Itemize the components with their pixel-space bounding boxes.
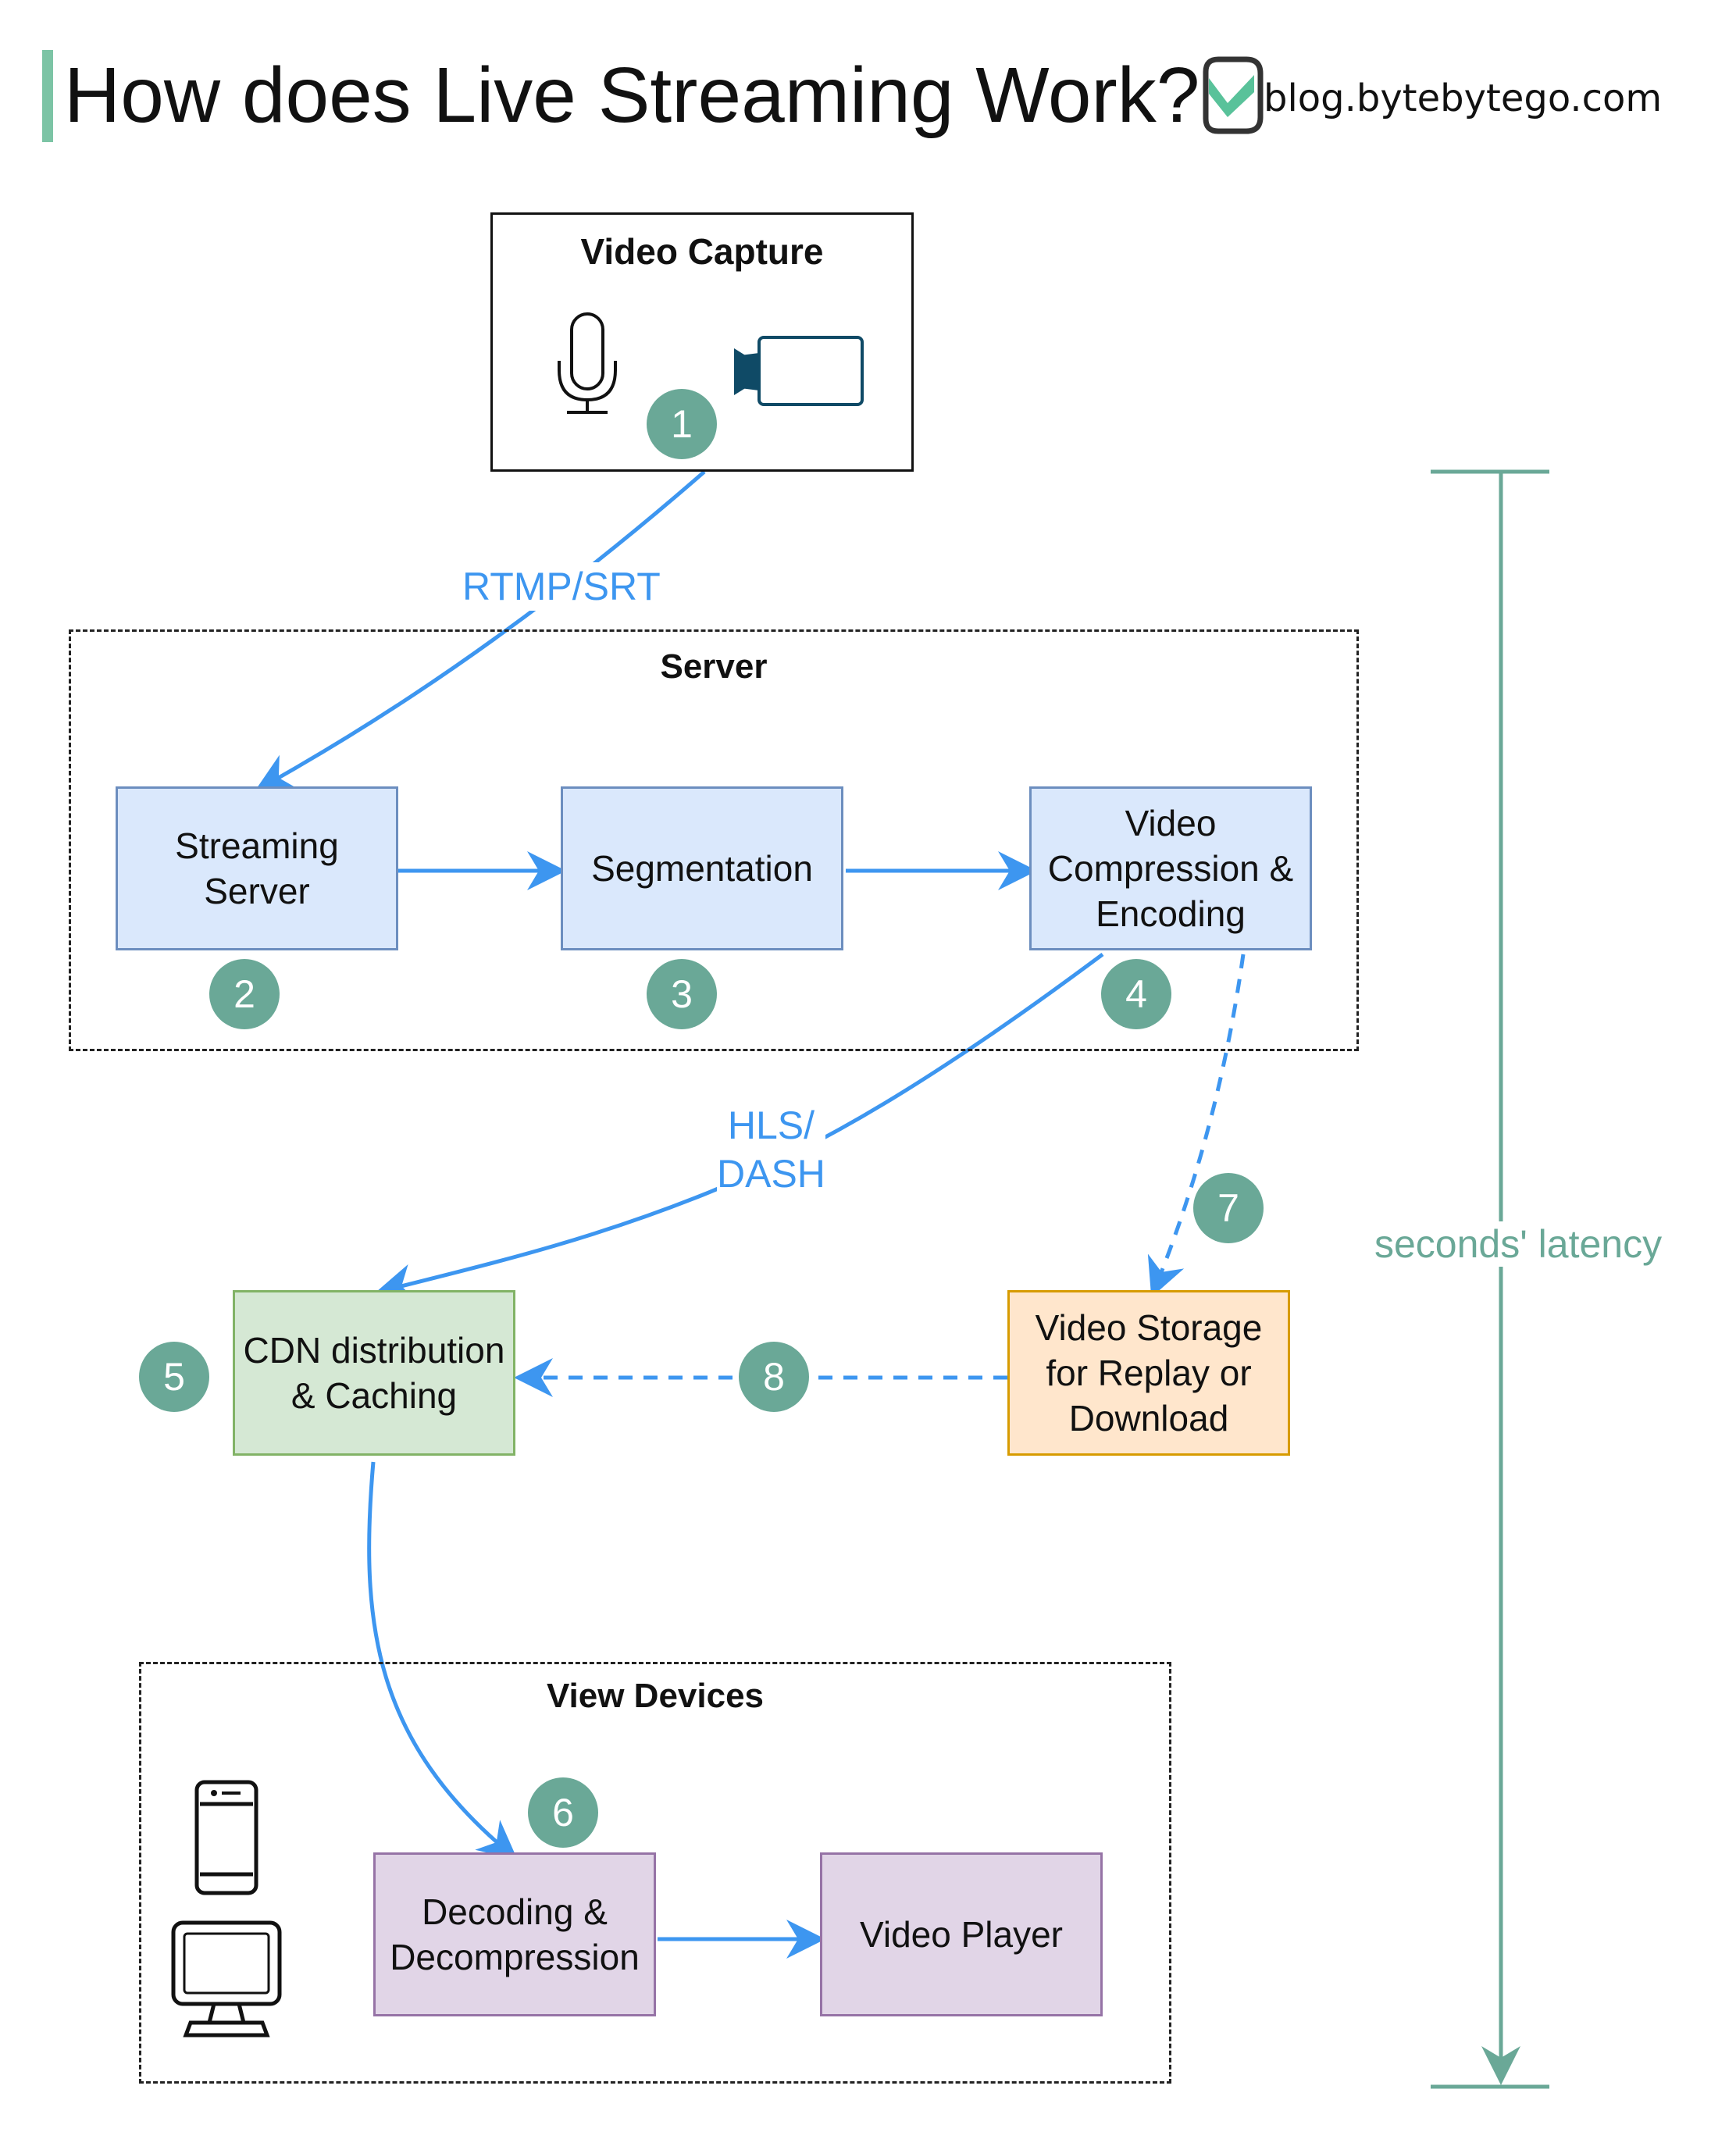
smartphone-icon — [194, 1780, 258, 1895]
step-badge-8: 8 — [739, 1342, 809, 1412]
video-capture-title: Video Capture — [580, 231, 824, 272]
compression-line2: Compression & — [1047, 848, 1294, 889]
decoding-line1: Decoding & — [422, 1891, 608, 1932]
video-capture-box: Video Capture — [490, 212, 914, 472]
desktop-monitor-icon — [171, 1920, 282, 2038]
microphone-icon — [558, 312, 617, 414]
page-title: How does Live Streaming Work? — [64, 52, 1200, 139]
step-badge-4: 4 — [1101, 959, 1171, 1029]
hls-dash-label: HLS/ DASH — [717, 1101, 825, 1198]
segmentation-line1: Segmentation — [591, 848, 813, 889]
latency-label: seconds' latency — [1371, 1221, 1666, 1267]
step-badge-5: 5 — [139, 1342, 209, 1412]
streaming-server-line2: Server — [204, 871, 310, 911]
server-group-title: Server — [660, 647, 768, 686]
storage-line3: Download — [1068, 1398, 1229, 1439]
player-line1: Video Player — [860, 1914, 1063, 1955]
step-badge-7: 7 — [1193, 1173, 1264, 1243]
edge-cdn-to-decoding — [367, 1461, 518, 1860]
hls-dash-line1: HLS/ — [727, 1103, 815, 1147]
compression-line1: Video — [1125, 803, 1217, 843]
video-camera-icon — [734, 336, 864, 406]
step-badge-3: 3 — [647, 959, 717, 1029]
edge-capture-to-streaming — [255, 470, 706, 791]
bytebytego-logo-icon — [1203, 56, 1264, 134]
compression-encoding-node: Video Compression & Encoding — [1029, 786, 1312, 950]
server-group: Server — [69, 629, 1359, 1051]
cdn-caching-node: CDN distribution & Caching — [233, 1290, 515, 1456]
storage-line2: for Replay or — [1046, 1353, 1252, 1393]
edge-compression-to-storage — [1147, 954, 1246, 1298]
cdn-line2: & Caching — [291, 1375, 458, 1416]
step-badge-2: 2 — [209, 959, 280, 1029]
streaming-server-line1: Streaming — [175, 825, 339, 866]
site-url: blog.bytebytego.com — [1264, 77, 1663, 120]
streaming-server-node: Streaming Server — [116, 786, 398, 950]
title-accent-bar — [42, 50, 53, 142]
step-badge-6: 6 — [528, 1777, 598, 1848]
storage-line1: Video Storage — [1035, 1307, 1263, 1348]
view-devices-group: View Devices — [139, 1662, 1171, 2084]
segmentation-node: Segmentation — [561, 786, 843, 950]
video-player-node: Video Player — [820, 1852, 1103, 2016]
compression-line3: Encoding — [1096, 893, 1246, 934]
view-devices-group-title: View Devices — [546, 1677, 765, 1715]
step-badge-1: 1 — [647, 389, 717, 459]
rtmp-srt-label: RTMP/SRT — [462, 562, 661, 611]
video-storage-node: Video Storage for Replay or Download — [1007, 1290, 1290, 1456]
cdn-line1: CDN distribution — [243, 1330, 505, 1371]
latency-bracket — [1431, 469, 1549, 2089]
hls-dash-line2: DASH — [717, 1152, 825, 1196]
decoding-line2: Decompression — [390, 1937, 640, 1977]
decoding-decompression-node: Decoding & Decompression — [373, 1852, 656, 2016]
